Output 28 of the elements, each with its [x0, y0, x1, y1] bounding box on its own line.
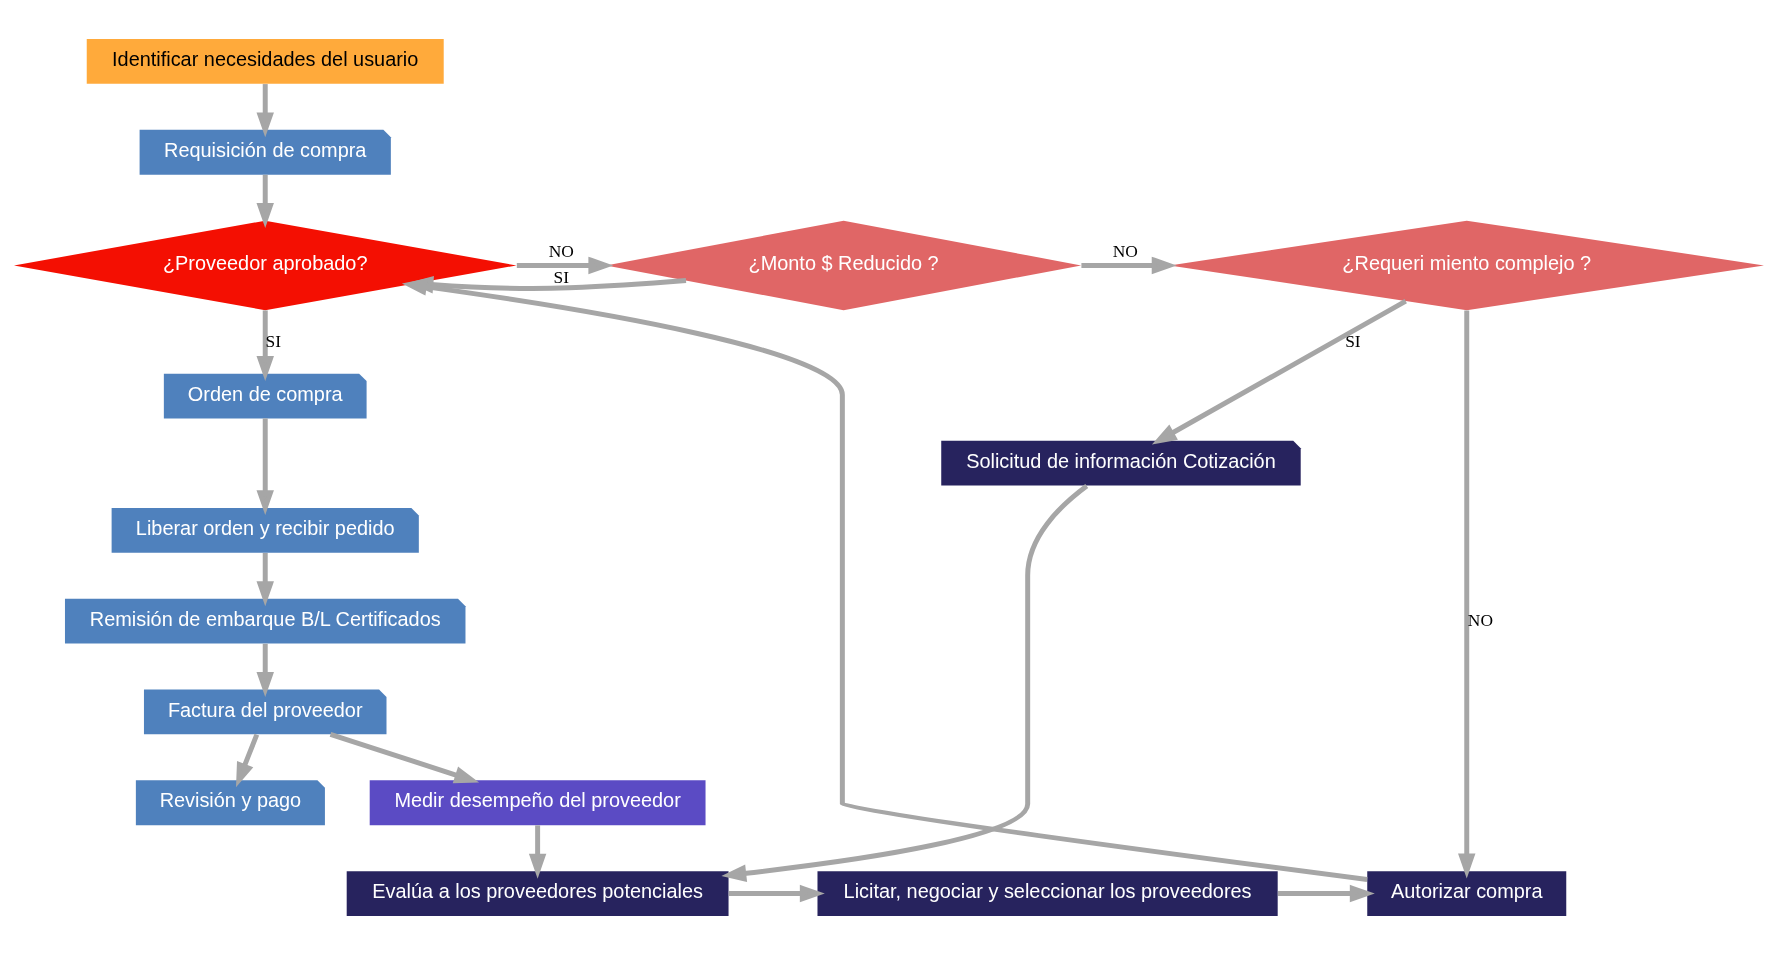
- node-diamond: ¿Proveedor aprobado?: [13, 220, 516, 311]
- edge-label: SI: [1344, 330, 1361, 351]
- node-box: Licitar, negociar y seleccionar los proveedores: [817, 871, 1278, 916]
- arrow: [256, 174, 274, 228]
- arrow: [528, 825, 546, 879]
- node-box: Autorizar compra: [1366, 871, 1566, 916]
- arrow: [329, 732, 479, 784]
- arrow: [1277, 884, 1375, 903]
- arrow: [1151, 298, 1407, 445]
- arrow: [1457, 310, 1475, 879]
- edge-label: NO: [1112, 240, 1138, 261]
- node-box: Evalúa a los proveedores potenciales: [346, 871, 729, 916]
- arrow: [256, 84, 274, 138]
- arrow: [256, 553, 274, 607]
- node-box: Medir desempeño del proveedor: [369, 780, 706, 826]
- arrow: [516, 256, 613, 275]
- arrow: [256, 418, 274, 516]
- edge-label: NO: [548, 240, 574, 261]
- arrow: [235, 733, 259, 788]
- arrow: [728, 884, 825, 903]
- node-box: Identificar necesidades del usuario: [86, 39, 444, 84]
- edge-label: SI: [553, 267, 569, 288]
- arrow: [720, 483, 1088, 882]
- arrow: [256, 310, 274, 382]
- arrow: [1080, 256, 1177, 275]
- edge-label: SI: [265, 330, 281, 351]
- edge-label: NO: [1467, 609, 1493, 630]
- arrow: [256, 643, 274, 698]
